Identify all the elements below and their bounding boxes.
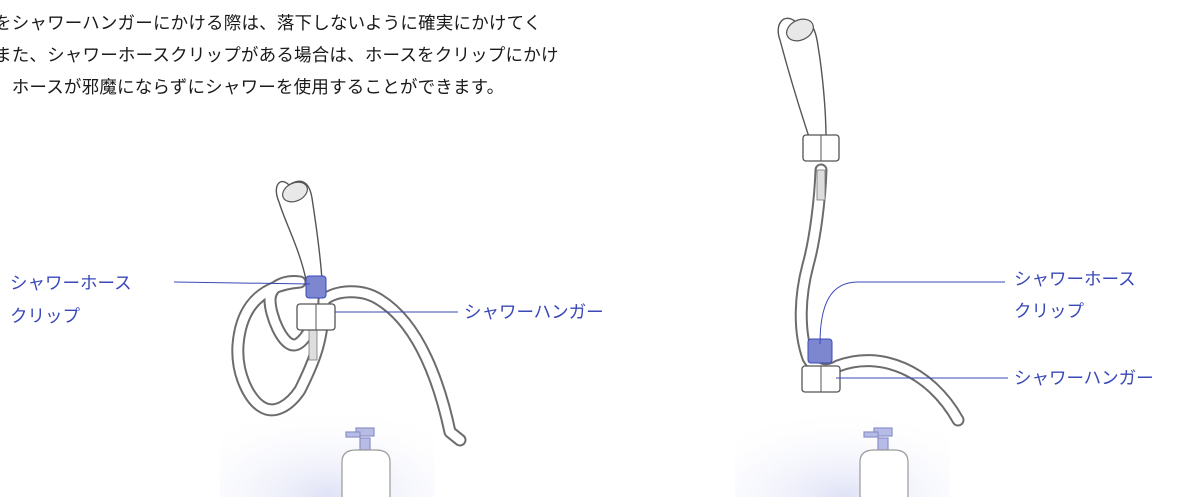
paragraph-line-1: をシャワーハンガーにかける際は、落下しないように確実にかけてく (0, 14, 542, 34)
left-hose-clip (305, 275, 327, 299)
right-shower-head-icon (786, 18, 814, 42)
right-soap-bottle (859, 427, 909, 497)
instruction-paragraph: をシャワーハンガーにかける際は、落下しないように確実にかけてく また、シャワーホ… (0, 8, 559, 104)
left-hanger-label: シャワーハンガー (464, 303, 604, 323)
right-hanger (801, 365, 841, 393)
left-shower-handle (275, 180, 323, 361)
right-upper-hanger (802, 134, 840, 162)
left-clip-label-line1: シャワーホース (10, 274, 132, 294)
left-hanger (296, 303, 336, 331)
right-hanger-label: シャワーハンガー (1014, 369, 1154, 389)
left-soap-bottle (341, 427, 391, 497)
left-clip-label-line2: クリップ (10, 307, 80, 327)
right-figure: シャワーホース クリップ シャワーハンガー (735, 17, 1154, 497)
left-clip-leader (173, 281, 311, 285)
right-clip-label-line2: クリップ (1014, 302, 1084, 322)
paragraph-line-2: また、シャワーホースクリップがある場合は、ホースをクリップにかけ (0, 46, 559, 66)
right-shower-handle (777, 17, 827, 201)
paragraph-line-3: 、ホースが邪魔にならずにシャワーを使用することができます。 (0, 78, 505, 98)
left-shower-head-icon (282, 181, 308, 203)
right-clip-leader (819, 281, 1005, 345)
right-clip-label-line1: シャワーホース (1014, 270, 1136, 290)
left-figure: シャワーホース クリップ シャワーハンガー (10, 180, 604, 497)
right-wall-glow (735, 385, 950, 497)
